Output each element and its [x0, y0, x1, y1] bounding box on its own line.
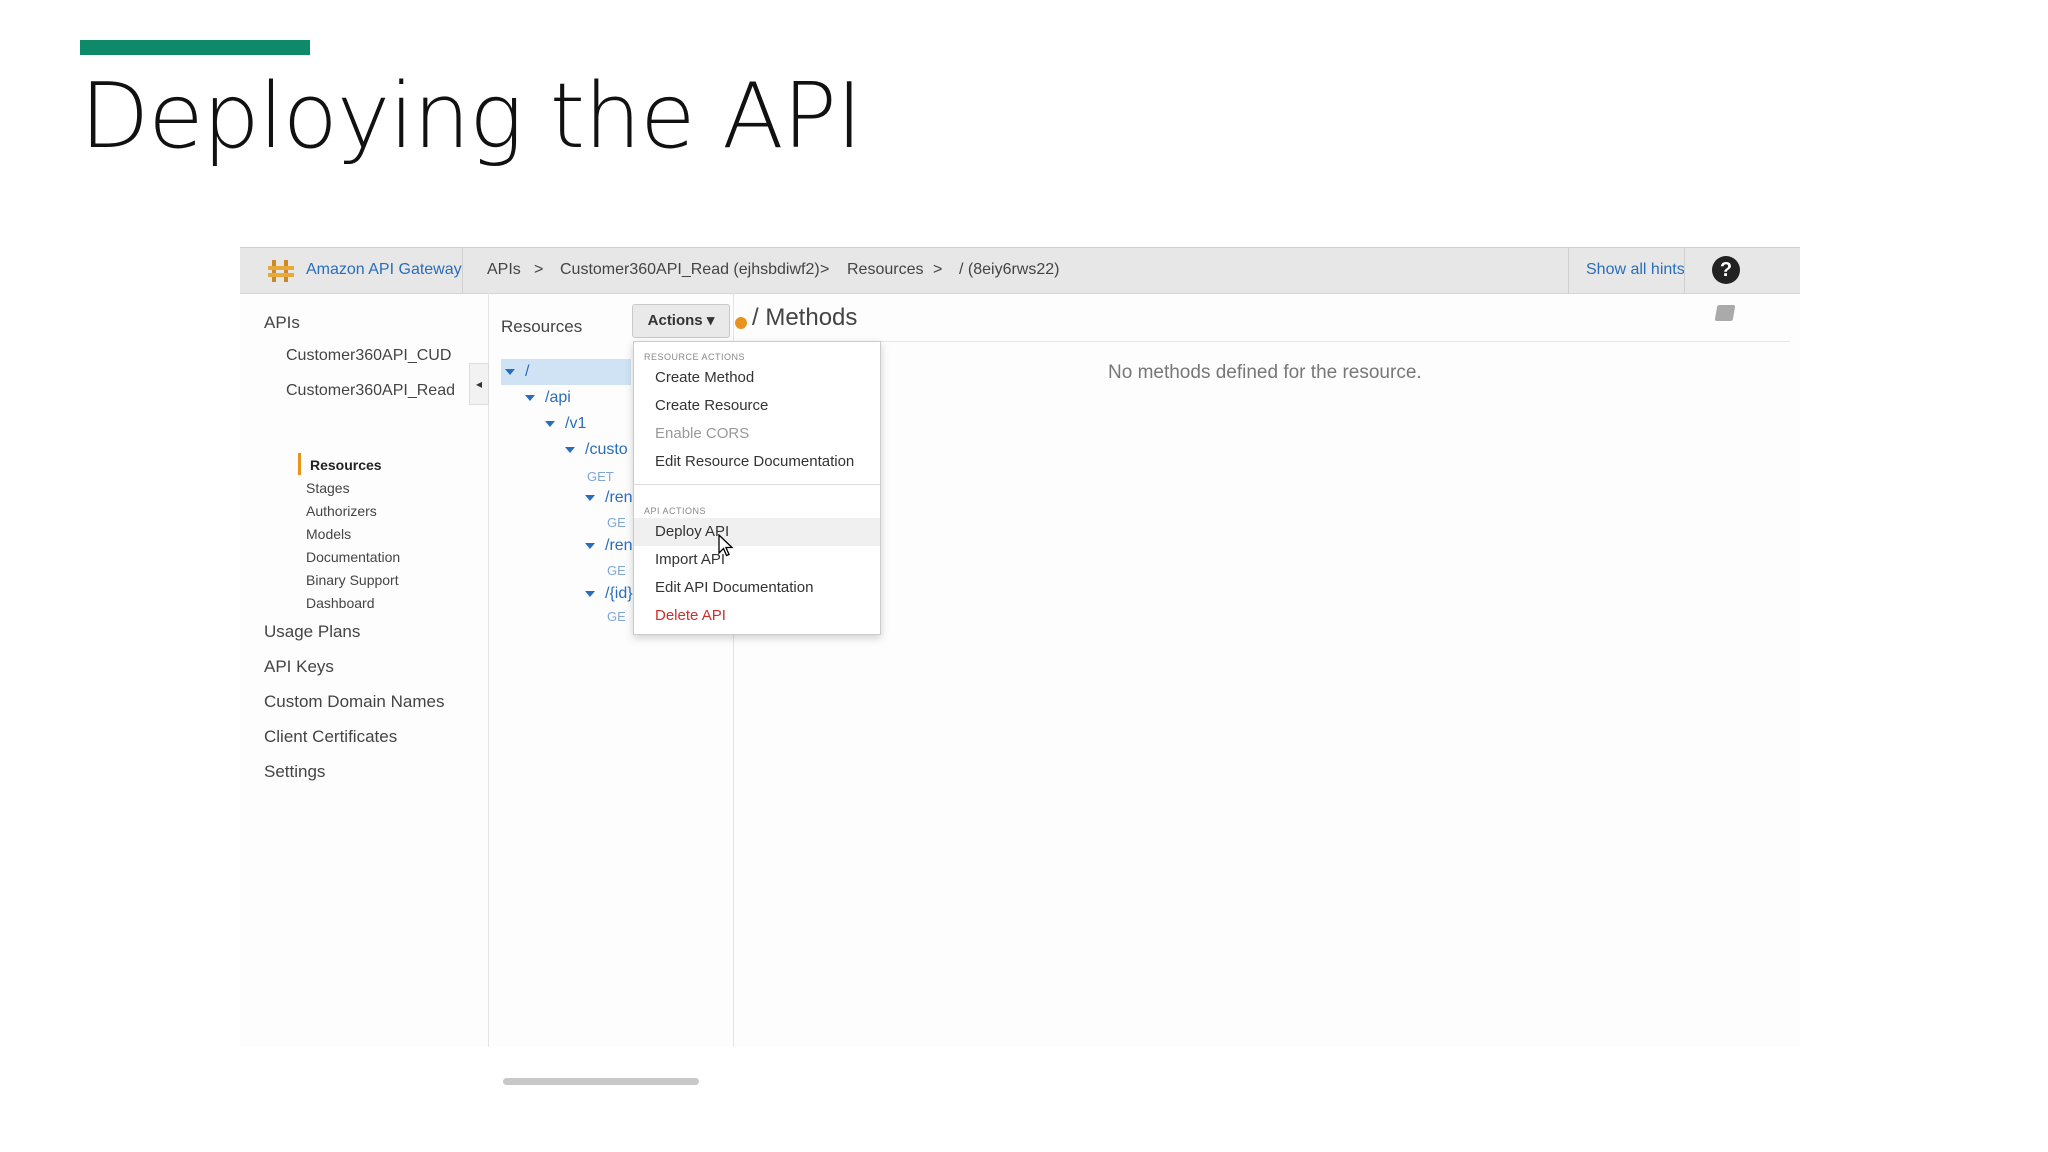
tree-node-id[interactable]: /{id} [585, 585, 633, 603]
collapse-panel-icon[interactable]: ◂ [469, 363, 489, 405]
menu-item-delete-api[interactable]: Delete API [655, 607, 726, 624]
tree-selection-highlight [501, 359, 631, 385]
menu-section-header: API ACTIONS [644, 506, 707, 516]
menu-item-create-resource[interactable]: Create Resource [655, 397, 769, 414]
menu-item-import-api[interactable]: Import API [655, 551, 726, 568]
tree-method-get[interactable]: GE [607, 563, 626, 578]
sidebar-api-cud[interactable]: Customer360API_CUD [286, 347, 452, 364]
hint-dot-icon[interactable] [735, 317, 747, 329]
tree-method-get[interactable]: GE [607, 515, 626, 530]
sidebar-item-binary-support[interactable]: Binary Support [306, 572, 399, 588]
menu-divider [634, 484, 880, 485]
expand-caret-icon[interactable] [585, 494, 595, 501]
resources-panel-title: Resources [501, 317, 583, 336]
expand-caret-icon[interactable] [585, 542, 595, 549]
breadcrumb-separator: > [534, 261, 544, 278]
sidebar-api-read[interactable]: Customer360API_Read [286, 382, 455, 399]
sidebar-item-models[interactable]: Models [306, 526, 352, 542]
top-navigation-bar: Amazon API Gateway APIs > Customer360API… [240, 247, 1800, 294]
sidebar-item-stages[interactable]: Stages [306, 480, 350, 496]
tree-node-ren-2[interactable]: /ren [585, 537, 633, 555]
breadcrumb-resources[interactable]: Resources [847, 261, 924, 278]
sidebar-item-resources[interactable]: Resources [310, 457, 382, 473]
tree-node-root[interactable]: / [505, 363, 529, 381]
breadcrumb-current-resource: / (8eiy6rws22) [959, 261, 1060, 278]
header-divider [462, 248, 463, 293]
menu-item-deploy-api[interactable]: Deploy API [634, 518, 880, 546]
divider [744, 341, 1790, 342]
sidebar-item-dashboard[interactable]: Dashboard [306, 595, 375, 611]
expand-caret-icon[interactable] [545, 420, 555, 427]
tree-node-api[interactable]: /api [525, 389, 571, 407]
brand-link[interactable]: Amazon API Gateway [306, 261, 462, 278]
tree-node-ren-1[interactable]: /ren [585, 489, 633, 507]
left-sidebar: APIs Customer360API_CUD Customer360API_R… [240, 293, 485, 1047]
expand-caret-icon[interactable] [565, 446, 575, 453]
actions-dropdown-button[interactable]: Actions ▾ [632, 304, 730, 338]
sidebar-item-api-keys[interactable]: API Keys [264, 657, 334, 676]
menu-item-enable-cors[interactable]: Enable CORS [655, 425, 750, 442]
tree-method-get[interactable]: GE [607, 609, 626, 624]
sidebar-item-documentation[interactable]: Documentation [306, 549, 401, 565]
actions-dropdown-menu: RESOURCE ACTIONS Create Method Create Re… [633, 341, 881, 635]
show-all-hints-link[interactable]: Show all hints [1586, 261, 1685, 278]
menu-item-create-method[interactable]: Create Method [655, 369, 755, 386]
sidebar-item-authorizers[interactable]: Authorizers [306, 503, 377, 519]
sidebar-item-usage-plans[interactable]: Usage Plans [264, 622, 361, 641]
header-divider [1684, 248, 1685, 293]
sidebar-item-custom-domain-names[interactable]: Custom Domain Names [264, 692, 445, 711]
breadcrumb-api-name[interactable]: Customer360API_Read (ejhsbdiwf2) [560, 261, 820, 278]
breadcrumb-separator: > [933, 261, 943, 278]
help-icon[interactable]: ? [1712, 256, 1740, 284]
mouse-pointer-icon [718, 534, 734, 557]
resources-panel: ◂ Resources / /api /v1 /custo GET /ren G… [469, 293, 734, 1085]
breadcrumb-apis[interactable]: APIs [487, 261, 521, 278]
menu-item-edit-api-documentation[interactable]: Edit API Documentation [655, 579, 814, 596]
tree-node-customers[interactable]: /custo [565, 441, 628, 459]
empty-state-message: No methods defined for the resource. [1108, 362, 1422, 383]
expand-caret-icon[interactable] [525, 394, 535, 401]
api-gateway-screenshot: Amazon API Gateway APIs > Customer360API… [240, 247, 1800, 1085]
tree-method-get[interactable]: GET [587, 469, 614, 484]
breadcrumb-separator: > [820, 261, 830, 278]
menu-item-edit-resource-documentation[interactable]: Edit Resource Documentation [655, 453, 855, 470]
expand-caret-icon[interactable] [585, 590, 595, 597]
tree-node-v1[interactable]: /v1 [545, 415, 586, 433]
header-divider [1568, 248, 1569, 293]
menu-section-header: RESOURCE ACTIONS [644, 352, 746, 362]
sidebar-item-settings[interactable]: Settings [264, 762, 326, 781]
documentation-book-icon[interactable] [1714, 305, 1736, 321]
title-accent-bar [80, 40, 310, 55]
expand-caret-icon[interactable] [505, 368, 515, 375]
horizontal-scrollbar[interactable] [503, 1078, 699, 1085]
sidebar-item-client-certificates[interactable]: Client Certificates [264, 727, 398, 746]
api-gateway-logo-icon[interactable] [268, 258, 294, 284]
sidebar-item-apis[interactable]: APIs [264, 313, 300, 332]
methods-title: / Methods [752, 304, 858, 331]
slide-title: Deploying the API [80, 64, 862, 169]
active-indicator [298, 453, 301, 475]
